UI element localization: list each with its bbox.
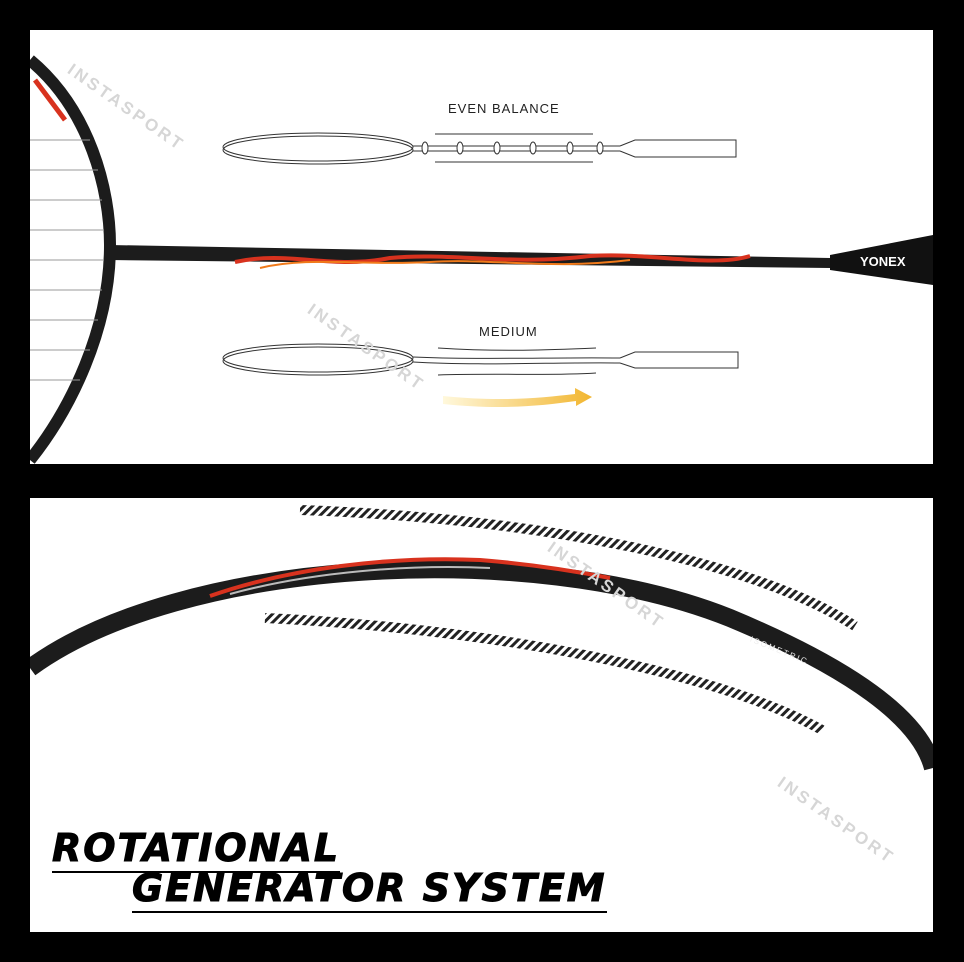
title-line-1: ROTATIONAL: [51, 826, 341, 873]
rotational-generator-panel: ISOMETRIC INSTASPORT INSTASPORT ROTATION…: [30, 498, 933, 932]
medium-balance-label: MEDIUM: [479, 324, 538, 339]
even-balance-label: EVEN BALANCE: [448, 101, 560, 116]
balance-diagram-panel: EVEN BALANCE MEDIUM YONEX INSTASPORT INS…: [30, 30, 933, 464]
racket-illustration: [30, 55, 933, 464]
racket-frame-illustration: [30, 505, 933, 771]
title-line-2: GENERATOR SYSTEM: [132, 866, 607, 913]
yonex-logo: YONEX: [860, 254, 906, 269]
